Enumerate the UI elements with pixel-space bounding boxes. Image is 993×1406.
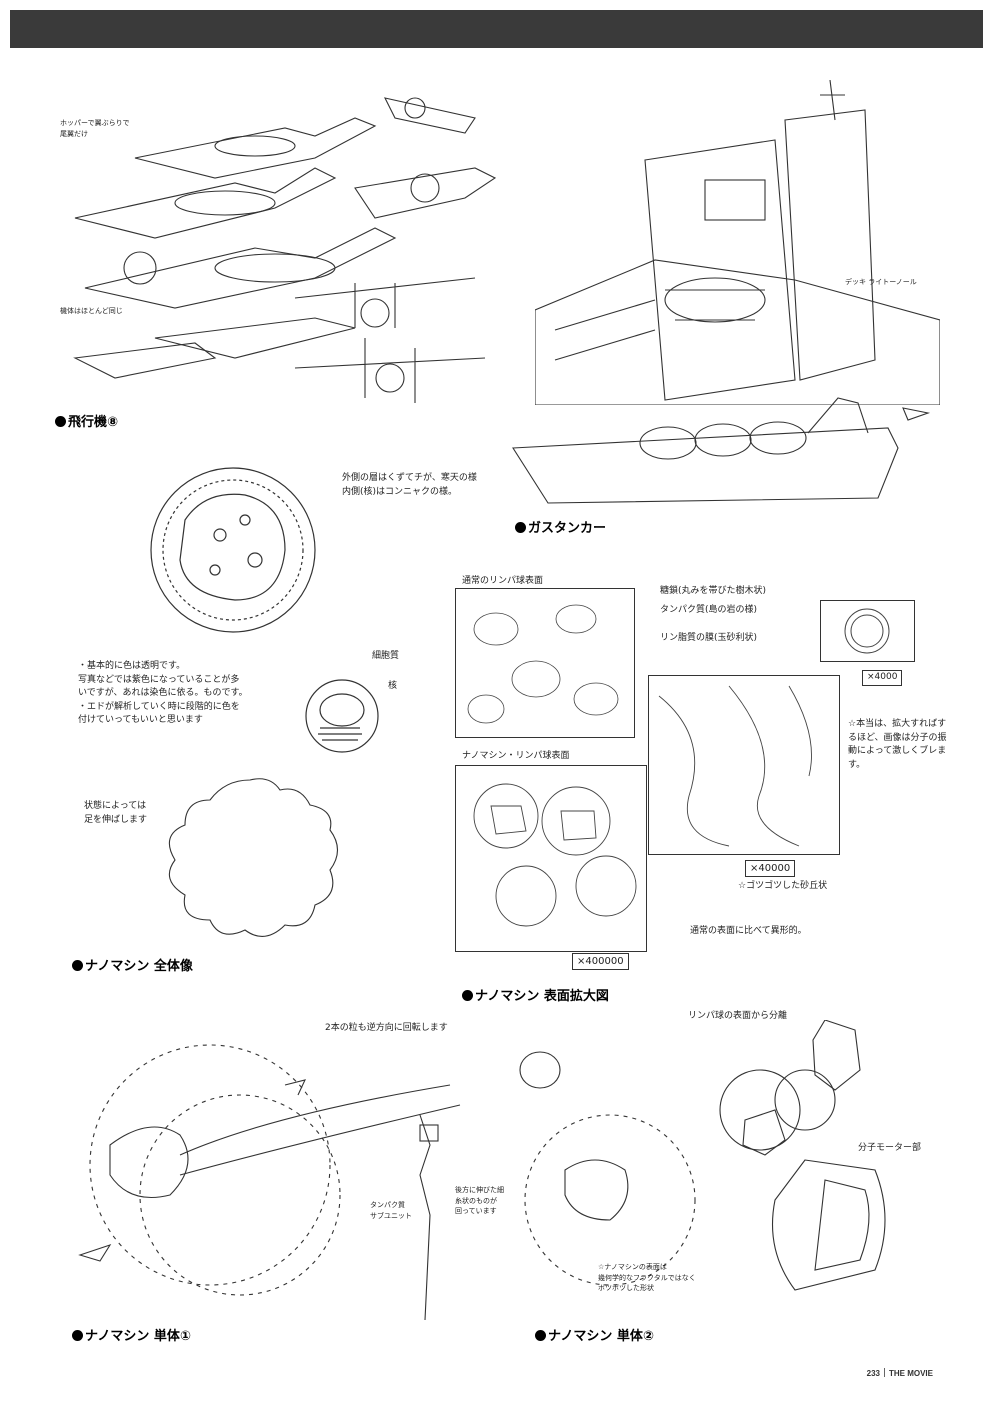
caption-nano-unit1: ナノマシン 単体① bbox=[72, 1325, 191, 1344]
gas-tanker-ship-sketch bbox=[508, 388, 938, 508]
caption-gas-tanker: ガスタンカー bbox=[515, 517, 606, 536]
caption-airplanes: 飛行機⑧ bbox=[55, 411, 118, 430]
footer-separator bbox=[883, 1368, 885, 1377]
note-core: 核 bbox=[388, 681, 398, 691]
note-chain: 糖鎖(丸みを帯びた樹木状) bbox=[660, 586, 767, 596]
note-mag-4000: ×4000 bbox=[862, 670, 903, 686]
bullet-icon bbox=[515, 522, 526, 533]
book-title: THE MOVIE bbox=[888, 1369, 933, 1378]
cell-core-sketch bbox=[300, 668, 385, 763]
note-mag-40000: ×40000 bbox=[745, 860, 796, 877]
normal-surface-sketch bbox=[455, 588, 635, 738]
note-membrane: 細胞質 bbox=[372, 651, 400, 661]
bullet-icon bbox=[72, 960, 83, 971]
nano-unit2-sketch bbox=[515, 1020, 950, 1320]
header-bar bbox=[10, 10, 983, 48]
nano-unit1-sketch bbox=[70, 1025, 510, 1320]
note-lipid: リン脂質の膜(玉砂利状) bbox=[660, 633, 758, 643]
note-compare: 通常の表面に比べて異形的。 bbox=[690, 926, 807, 936]
low-zoom-sketch bbox=[820, 600, 915, 662]
plane-note-2: 機体はほとんど同じ bbox=[60, 307, 123, 315]
mid-zoom-sketch bbox=[648, 675, 840, 855]
bullet-icon bbox=[462, 990, 473, 1001]
note-surface-top: 通常のリンパ球表面 bbox=[462, 576, 544, 586]
note-mag-400000: ×400000 bbox=[572, 953, 629, 970]
airplane-drawing bbox=[73, 97, 497, 403]
note-zoom: ☆本当は、拡大すればするほど、画像は分子の振動によって激しくブレます。 bbox=[848, 719, 947, 770]
note-state: 状態によっては 足を伸ばします bbox=[84, 801, 148, 825]
note-lymph-cell: リンパ球の表面から分離 bbox=[688, 1011, 788, 1021]
extended-legs-sketch bbox=[150, 770, 350, 950]
caption-nano-surface: ナノマシン 表面拡大図 bbox=[462, 985, 609, 1004]
note-protein-unit: タンパク質 サブユニット bbox=[370, 1201, 412, 1220]
page-number: 233 bbox=[866, 1369, 880, 1378]
bullet-icon bbox=[72, 1330, 83, 1341]
note-rotate: 2本の粒も逆方向に回転します bbox=[325, 1023, 448, 1033]
page-footer: 233 THE MOVIE bbox=[867, 1368, 933, 1378]
note-nano-body: ・基本的に色は透明です。 写真などでは紫色になっていることが多いですが、あれは染… bbox=[78, 661, 248, 725]
plane-note-1: ホッパーで翼ぶらりで 尾翼だけ bbox=[60, 119, 130, 138]
caption-nano-unit2: ナノマシン 単体② bbox=[535, 1325, 654, 1344]
note-protein: タンパク質(島の岩の様) bbox=[660, 605, 758, 615]
nano-whole-sketch bbox=[145, 460, 320, 640]
note-nano-outer: 外側の層はくずてチが、寒天の様 内側(核)はコンニャクの様。 bbox=[342, 473, 477, 497]
airplanes-sketch bbox=[55, 88, 505, 406]
note-motor: 分子モーター部 bbox=[858, 1143, 922, 1153]
note-surface-bottom: ナノマシン・リンパ球表面 bbox=[462, 751, 570, 761]
nano-surface-sketch bbox=[455, 765, 647, 952]
gas-tanker-tower-sketch bbox=[535, 80, 940, 405]
bullet-icon bbox=[55, 416, 66, 427]
ship-note: デッキ ライトーノール bbox=[845, 278, 917, 286]
caption-nano-whole: ナノマシン 全体像 bbox=[72, 955, 193, 974]
note-unit2: ☆ナノマシンの表面は 幾何学的なフラクタルではなく ボツボツした形状 bbox=[598, 1263, 696, 1292]
note-rough: ☆ゴツゴツした砂丘状 bbox=[738, 881, 828, 891]
note-tail: 後方に伸びた細 糸状のものが 回っています bbox=[455, 1186, 504, 1215]
bullet-icon bbox=[535, 1330, 546, 1341]
